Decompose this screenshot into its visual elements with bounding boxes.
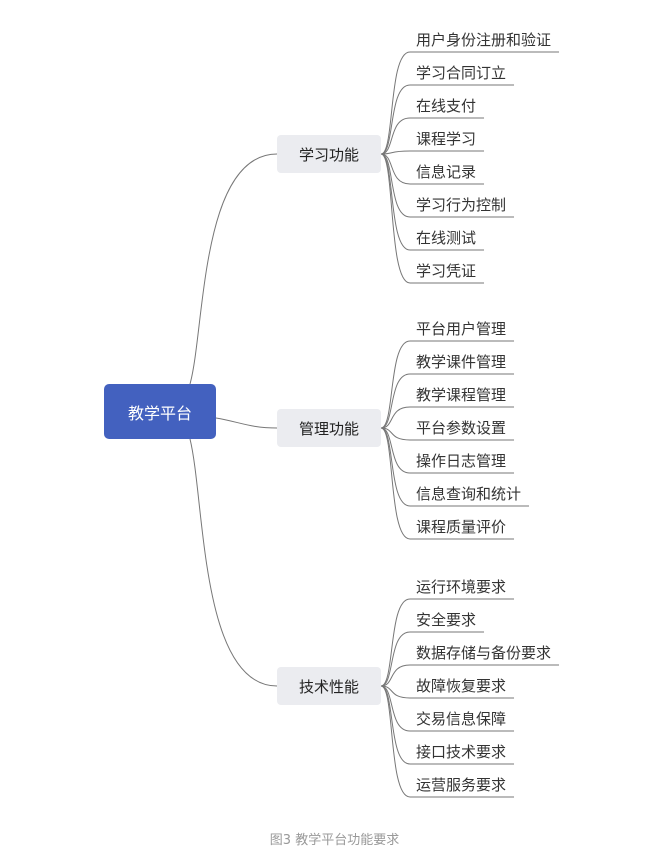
leaf-node[interactable]: 信息查询和统计 xyxy=(416,485,521,503)
leaf-connector xyxy=(380,117,485,155)
leaf-node[interactable]: 教学课程管理 xyxy=(416,386,506,404)
root-node[interactable]: 教学平台 xyxy=(104,384,216,439)
leaf-node[interactable]: 交易信息保障 xyxy=(416,710,506,728)
figure-caption: 图3 教学平台功能要求 xyxy=(269,833,400,848)
leaf-node[interactable]: 在线测试 xyxy=(416,229,476,247)
leaf-connector xyxy=(380,153,515,218)
leaf-connector xyxy=(380,51,560,155)
leaf-node[interactable]: 接口技术要求 xyxy=(416,743,506,761)
leaf-connector xyxy=(380,685,515,732)
leaf-node[interactable]: 教学课件管理 xyxy=(416,353,506,371)
leaf-node[interactable]: 课程学习 xyxy=(416,130,476,148)
leaf-node[interactable]: 信息记录 xyxy=(416,163,476,181)
leaf-connector xyxy=(380,427,515,474)
leaf-node[interactable]: 课程质量评价 xyxy=(416,518,506,536)
leaf-node[interactable]: 学习合同订立 xyxy=(416,64,506,82)
branch-node-technical[interactable]: 技术性能 xyxy=(277,667,381,705)
leaf-connector xyxy=(380,150,485,155)
leaf-connector xyxy=(380,685,515,798)
leaf-node[interactable]: 操作日志管理 xyxy=(416,452,506,470)
leaf-node[interactable]: 平台用户管理 xyxy=(416,320,506,338)
leaf-node[interactable]: 数据存储与备份要求 xyxy=(416,644,551,662)
leaf-connector xyxy=(380,153,485,284)
leaf-node[interactable]: 平台参数设置 xyxy=(416,419,506,437)
leaf-connector xyxy=(380,631,485,687)
leaf-connector xyxy=(380,427,515,540)
root-connector xyxy=(189,153,278,385)
root-connector xyxy=(215,417,278,429)
leaf-node[interactable]: 运行环境要求 xyxy=(416,578,506,596)
leaf-node[interactable]: 学习行为控制 xyxy=(416,196,506,214)
leaf-node[interactable]: 学习凭证 xyxy=(416,262,476,280)
leaf-node[interactable]: 故障恢复要求 xyxy=(416,677,506,695)
leaf-node[interactable]: 在线支付 xyxy=(416,97,476,115)
leaf-node[interactable]: 运营服务要求 xyxy=(416,776,506,794)
branch-node-management[interactable]: 管理功能 xyxy=(277,409,381,447)
root-connector xyxy=(189,438,278,687)
leaf-node[interactable]: 用户身份注册和验证 xyxy=(416,31,551,49)
leaf-connector xyxy=(380,373,515,429)
leaf-connector xyxy=(380,427,515,441)
leaf-connector xyxy=(380,664,560,687)
leaf-connector xyxy=(380,340,515,429)
leaf-connector xyxy=(380,406,515,429)
leaf-connector xyxy=(380,598,515,687)
branch-node-learning[interactable]: 学习功能 xyxy=(277,135,381,173)
leaf-connector xyxy=(380,685,515,699)
leaf-connector xyxy=(380,153,485,185)
leaf-connector xyxy=(380,84,515,155)
leaf-node[interactable]: 安全要求 xyxy=(416,611,476,629)
